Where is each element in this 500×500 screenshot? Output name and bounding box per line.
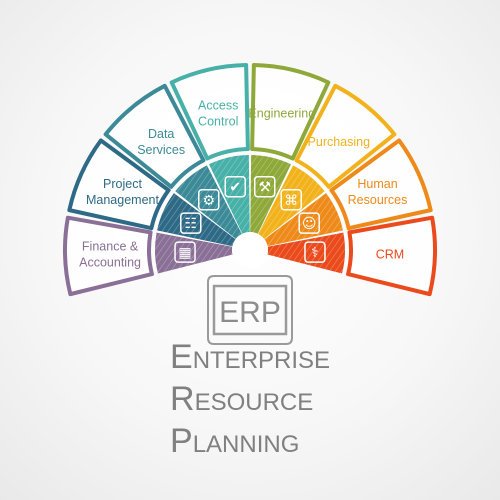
- title-line-planning: PLANNING: [170, 422, 299, 460]
- svg-text:▦: ▦: [178, 245, 191, 261]
- segment-core-texture-project: [157, 193, 236, 247]
- svg-text:⚙: ⚙: [202, 193, 215, 209]
- segment-label-purchasing: Purchasing: [308, 135, 371, 149]
- erp-title: ENTERPRISE RESOURCE PLANNING: [170, 338, 330, 460]
- segment-core-texture-hr: [264, 193, 343, 247]
- calculator-icon: ▦: [174, 241, 196, 263]
- svg-text:⚒: ⚒: [258, 180, 271, 196]
- segment-project[interactable]: [67, 138, 171, 231]
- title-line-resource: RESOURCE: [170, 380, 313, 418]
- svg-text:⌘: ⌘: [284, 193, 298, 209]
- title-line-enterprise: ENTERPRISE: [170, 338, 330, 376]
- segment-hr[interactable]: [329, 138, 433, 231]
- handshake-icon: ⚕: [304, 241, 326, 263]
- database-gear-icon: ⚙: [198, 189, 220, 211]
- people-icon: ☺: [298, 212, 320, 234]
- svg-text:⚕: ⚕: [311, 245, 319, 261]
- svg-text:☺: ☺: [302, 216, 317, 232]
- segment-core-texture-engineering: [250, 155, 291, 234]
- segment-engineering[interactable]: [250, 63, 331, 161]
- segment-label-engineering: Engineering: [248, 107, 315, 121]
- segment-core-texture-purchasing: [258, 165, 325, 239]
- org-chart-icon: ☷: [180, 212, 202, 234]
- database-check-icon: ✔: [224, 175, 246, 198]
- segment-crm[interactable]: [346, 215, 437, 297]
- segment-label-crm: CRM: [376, 248, 404, 262]
- tools-icon: ⚒: [254, 175, 276, 198]
- erp-badge-text: ERP: [219, 296, 281, 329]
- segment-core-texture-finance: [155, 232, 233, 274]
- erp-badge: ERP: [207, 275, 293, 345]
- svg-text:✔: ✔: [229, 180, 241, 196]
- segment-core-texture-data: [175, 165, 242, 239]
- shopping-cart-icon: ⌘: [280, 189, 302, 211]
- segment-core-texture-crm: [267, 232, 345, 274]
- svg-text:☷: ☷: [185, 216, 198, 232]
- segment-purchasing[interactable]: [294, 83, 397, 189]
- segment-finance[interactable]: [63, 215, 154, 297]
- wheel-hub: [232, 232, 268, 268]
- segment-label-finance: Finance &Accounting: [79, 240, 141, 270]
- segment-core-texture-access: [209, 155, 250, 234]
- segment-data[interactable]: [103, 83, 206, 189]
- segment-access[interactable]: [169, 63, 250, 161]
